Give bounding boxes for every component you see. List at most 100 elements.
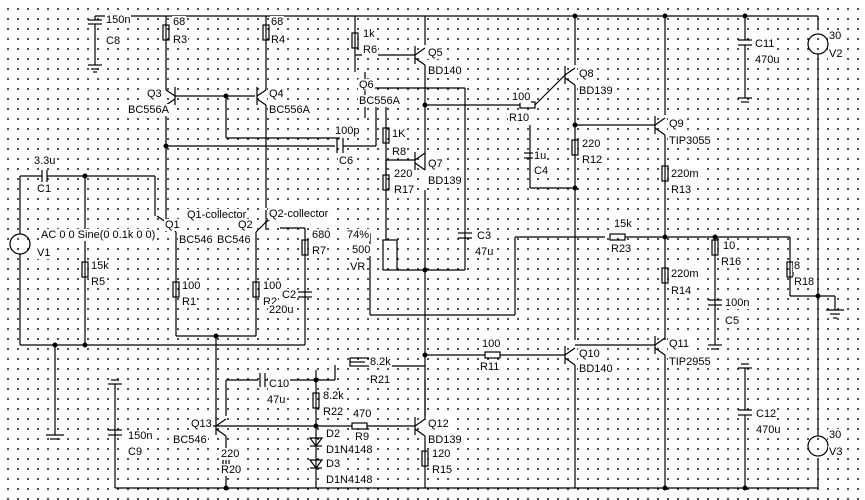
r22-ref: R22: [322, 406, 345, 418]
q7-ref: Q7: [427, 158, 444, 170]
c12-ref: C12: [755, 408, 778, 420]
r13-value: 220m: [670, 168, 700, 180]
r4-value: 68: [270, 16, 285, 28]
q9-type: TIP3055: [668, 135, 712, 147]
r3-ref: R3: [172, 34, 189, 46]
q5-ref: Q5: [427, 47, 444, 59]
v3-ref: V3: [828, 446, 844, 458]
r15-ref: R15: [431, 464, 454, 476]
c11-value: 470u: [754, 54, 781, 66]
q12-type: BD139: [427, 434, 463, 446]
r23-value: 15k: [613, 218, 633, 230]
q3-type: BC556A: [127, 104, 170, 116]
r5-ref: R5: [90, 276, 107, 288]
r16-ref: R16: [720, 256, 743, 268]
q2-ref: Q2: [237, 219, 254, 231]
vr-percent: 74%: [346, 229, 371, 241]
q13-ref: Q13: [190, 418, 213, 430]
r10-value: 100: [511, 91, 532, 103]
r11-value: 100: [481, 338, 502, 350]
c11-ref: C11: [754, 38, 776, 50]
r17-ref: R17: [393, 184, 416, 196]
r9-value: 470: [352, 408, 373, 420]
r8-ref: R8: [391, 146, 408, 158]
r18-ref: R18: [793, 276, 816, 288]
vr-value: 500: [351, 244, 372, 256]
c1-ref: C1: [36, 183, 53, 195]
q5-type: BD140: [427, 65, 463, 77]
r20-ref: R20: [220, 464, 243, 476]
c8-ref: C8: [105, 35, 122, 47]
q8-type: BD139: [578, 85, 614, 97]
r23-ref: R23: [610, 243, 633, 255]
c10-ref: C10: [268, 378, 291, 390]
v3-value: 30: [828, 429, 843, 441]
v1-ref: V1: [36, 247, 52, 259]
r6-ref: R6: [362, 44, 379, 56]
q1-ref: Q1: [164, 219, 181, 231]
r9-ref: R9: [354, 431, 371, 443]
v2-ref: V2: [828, 48, 844, 60]
v1-source-spec: AC 0 0 Sine(0 0.1k 0 0): [40, 229, 157, 241]
c12-value: 470u: [755, 424, 782, 436]
r21-ref: R21: [369, 374, 392, 386]
r13-ref: R13: [670, 184, 693, 196]
r7-ref: R7: [311, 245, 328, 257]
r10-ref: R10: [508, 112, 531, 124]
q1-collector-probe: Q1-collector: [186, 209, 248, 221]
c8-value: 150n: [105, 14, 132, 26]
r22-value: 8.2k: [322, 390, 345, 402]
q2-collector-probe: Q2-collector: [268, 208, 330, 220]
c9-value: 150n: [127, 430, 154, 442]
c4-ref: C4: [533, 165, 550, 177]
r15-value: 120: [431, 448, 452, 460]
q11-type: TIP2955: [668, 356, 712, 368]
r1-ref: R1: [181, 296, 198, 308]
c6-value: 100p: [334, 125, 361, 137]
c2-value: 220u: [268, 304, 295, 316]
q3-ref: Q3: [146, 88, 163, 100]
q6-ref: Q6: [358, 79, 375, 91]
d3-type: D1N4148: [325, 474, 374, 486]
q6-type: BC556A: [358, 95, 401, 107]
c3-value: 47u: [474, 246, 495, 258]
r20-value: 220: [220, 448, 241, 460]
r14-value: 220m: [670, 268, 700, 280]
c2-ref: C2: [281, 289, 298, 301]
q11-ref: Q11: [668, 338, 690, 350]
r16-value: 10: [722, 240, 737, 252]
r11-ref: R11: [479, 361, 501, 373]
c5-value: 100n: [724, 297, 751, 309]
r7-value: 680: [311, 229, 332, 241]
d3-ref: D3: [325, 458, 342, 470]
r17-value: 220: [393, 168, 414, 180]
vr-ref: VR: [349, 261, 367, 273]
q4-ref: Q4: [268, 88, 285, 100]
q7-type: BD139: [427, 175, 463, 187]
c3-ref: C3: [476, 230, 493, 242]
r12-ref: R12: [581, 154, 604, 166]
c9-ref: C9: [127, 446, 144, 458]
c10-value: 47u: [266, 394, 287, 406]
q10-ref: Q10: [578, 348, 601, 360]
r21-value: 8.2k: [369, 356, 392, 368]
r12-value: 220: [581, 138, 602, 150]
v2-value: 30: [828, 30, 843, 42]
c4-value: 1u: [533, 150, 548, 162]
q8-ref: Q8: [578, 68, 595, 80]
r3-value: 68: [172, 16, 187, 28]
c1-value: 3.3u: [33, 155, 57, 167]
r2-value: 100: [262, 280, 283, 292]
c6-ref: C6: [338, 155, 355, 167]
r14-ref: R14: [670, 285, 693, 297]
d2-type: D1N4148: [325, 444, 374, 456]
c5-ref: C5: [724, 315, 741, 327]
q1-type: BC546: [178, 234, 214, 246]
q4-type: BC556A: [268, 104, 311, 116]
q10-type: BD140: [578, 363, 614, 375]
r1-value: 100: [181, 280, 202, 292]
r6-value: 1k: [362, 28, 376, 40]
q12-ref: Q12: [427, 418, 450, 430]
